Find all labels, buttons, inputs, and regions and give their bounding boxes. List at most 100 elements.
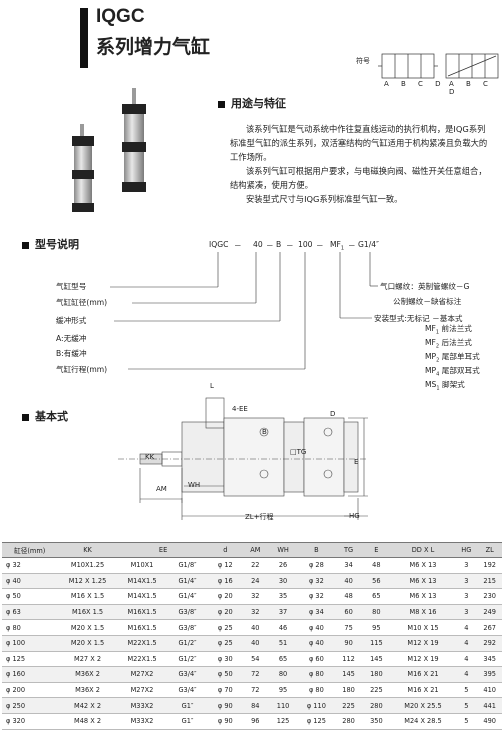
- table-cell: M16X1.5: [117, 604, 167, 621]
- table-cell: φ 125: [2, 651, 58, 668]
- table-cell: M16X1.5: [117, 619, 167, 636]
- table-cell: 441: [477, 697, 502, 714]
- table-cell: φ 250: [2, 697, 58, 714]
- code-stroke: 100: [298, 240, 313, 249]
- table-cell: 5: [455, 697, 478, 714]
- port-thread-note: 公制螺纹－缺省标注: [393, 297, 462, 306]
- table-cell: 395: [477, 666, 502, 683]
- table-cell: 115: [361, 635, 391, 652]
- table-cell: φ 40: [2, 573, 58, 590]
- table-cell: M27 X 2: [57, 651, 118, 668]
- table-cell: φ 90: [208, 697, 242, 714]
- table-cell: φ 80: [297, 666, 336, 683]
- cylinder-photo: [72, 88, 146, 212]
- features-line-3: 工作场所。: [230, 152, 272, 162]
- table-cell: 215: [477, 573, 502, 590]
- table-cell: 65: [268, 651, 298, 668]
- table-cell: φ 32: [297, 573, 336, 590]
- table-cell: 22: [241, 557, 269, 574]
- table-cell: 40: [335, 573, 362, 590]
- table-cell: M10X1: [117, 557, 167, 574]
- table-cell: 4: [455, 651, 478, 668]
- table-cell: 60: [335, 604, 362, 621]
- table-cell: 4: [455, 666, 478, 683]
- table-cell: 80: [268, 666, 298, 683]
- port-thread-title: 气口螺纹：英制管螺纹－G: [380, 282, 470, 291]
- code-series: IQGC: [209, 240, 229, 249]
- table-cell: φ 60: [297, 651, 336, 668]
- table-cell: φ 70: [208, 682, 242, 699]
- mount-title: 安装型式:无标记 －基本式: [374, 314, 463, 323]
- mount-item: MF1 前法兰式: [425, 324, 472, 336]
- table-cell: 35: [268, 588, 298, 605]
- label-bore: 气缸缸径(mm): [56, 298, 108, 307]
- table-cell: 34: [335, 557, 362, 574]
- dim-tg: □TG: [290, 448, 307, 456]
- table-cell: 32: [241, 604, 269, 621]
- table-cell: 249: [477, 604, 502, 621]
- section-title-basic: 基本式: [22, 408, 68, 424]
- table-cell: M16 X 1.5: [57, 588, 118, 605]
- label-model: 气缸型号: [56, 282, 87, 291]
- table-cell: 24: [241, 573, 269, 590]
- table-cell: φ 34: [297, 604, 336, 621]
- table-cell: φ 80: [297, 682, 336, 699]
- table-cell: 225: [335, 697, 362, 714]
- table-cell: 48: [335, 588, 362, 605]
- table-cell: 230: [477, 588, 502, 605]
- basic-type-drawing: [118, 397, 368, 520]
- code-bore: 40: [253, 240, 263, 249]
- dim-b: B: [262, 428, 267, 436]
- table-cell: 37: [268, 604, 298, 621]
- table-cell: M22X1.5: [117, 635, 167, 652]
- table-cell: 51: [268, 635, 298, 652]
- table-cell: M12 X 19: [390, 635, 456, 652]
- table-cell: M6 X 13: [390, 557, 456, 574]
- features-text: 该系列气缸是气动系统中作往复直线运动的执行机构，是IQG系列 标准型气缸的派生系…: [230, 122, 504, 206]
- table-cell: 4: [455, 619, 478, 636]
- table-cell: 192: [477, 557, 502, 574]
- table-cell: 72: [241, 682, 269, 699]
- table-cell: M12 X 1.25: [57, 573, 118, 590]
- col-header: WH: [268, 542, 298, 558]
- table-cell: 345: [477, 651, 502, 668]
- table-cell: M27X2: [117, 682, 167, 699]
- code-cushion: B: [276, 240, 282, 249]
- table-cell: M22X1.5: [117, 651, 167, 668]
- table-cell: 26: [268, 557, 298, 574]
- table-cell: 72: [241, 666, 269, 683]
- table-cell: M27X2: [117, 666, 167, 683]
- table-cell: M20 X 1.5: [57, 635, 118, 652]
- dim-hg: HG: [349, 512, 360, 520]
- code-mount: MF1: [330, 240, 345, 252]
- table-cell: G3/4″: [166, 666, 209, 683]
- table-cell: 30: [268, 573, 298, 590]
- dim-wh: WH: [188, 481, 201, 489]
- table-cell: 90: [335, 635, 362, 652]
- table-cell: 280: [361, 697, 391, 714]
- table-cell: M33X2: [117, 697, 167, 714]
- features-line-5: 结构紧凑，使用方便。: [230, 180, 313, 190]
- table-cell: 3: [455, 557, 478, 574]
- table-cell: M6 X 13: [390, 588, 456, 605]
- table-cell: 32: [241, 588, 269, 605]
- table-cell: 56: [361, 573, 391, 590]
- dim-zl: ZL+行程: [245, 513, 274, 521]
- table-cell: G3/8″: [166, 619, 209, 636]
- dim-ee: 4-EE: [232, 405, 248, 413]
- table-cell: M10 X 15: [390, 619, 456, 636]
- table-cell: 40: [241, 635, 269, 652]
- table-cell: M16 X 21: [390, 682, 456, 699]
- mount-item: MP2 尾部单耳式: [425, 352, 480, 364]
- table-cell: φ 50: [2, 588, 58, 605]
- table-cell: φ 40: [297, 635, 336, 652]
- col-header: EE: [117, 542, 209, 558]
- table-cell: 3: [455, 588, 478, 605]
- table-cell: φ 100: [2, 635, 58, 652]
